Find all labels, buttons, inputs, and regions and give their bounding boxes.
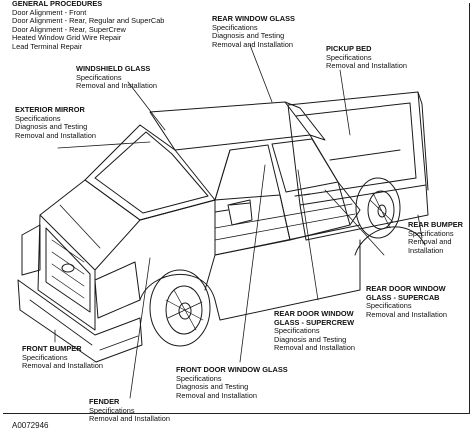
callout-item: Removal and Installation (22, 361, 103, 371)
emblem-outline (61, 263, 75, 273)
callout-item: Specifications (366, 301, 412, 311)
mirror-drawing (214, 199, 253, 226)
callout-title-line2: GLASS - SUPERCREW (274, 317, 355, 327)
callout-title: EXTERIOR MIRROR (15, 105, 85, 114)
callout-item: Removal and (408, 237, 452, 247)
rear-wheel (355, 177, 401, 239)
callout-title: FRONT DOOR WINDOW GLASS (176, 365, 288, 374)
callout-item: Specifications (22, 352, 68, 362)
callout-item: Specifications (176, 373, 222, 383)
callout-item: Removal and Installation (212, 39, 293, 49)
front-bumper-outline (17, 279, 143, 363)
callout-title: FENDER (89, 397, 120, 406)
callout-item: Diagnosis and Testing (15, 122, 88, 132)
windshield-outline (84, 124, 216, 221)
cab-drawing (84, 101, 361, 256)
callout-item: Lead Terminal Repair (12, 41, 83, 51)
callout-windshield-glass: WINDSHIELD GLASS Specifications Removal … (76, 64, 157, 91)
callout-item: Removal and Installation (15, 130, 96, 140)
callout-item: Specifications (212, 22, 258, 32)
callout-item: Diagnosis and Testing (212, 31, 285, 41)
callout-item: Heated Window Grid Wire Repair (12, 33, 122, 43)
callout-item: Diagnosis and Testing (176, 382, 249, 392)
callout-rear-door-window-supercab: REAR DOOR WINDOW GLASS - SUPERCAB Specif… (366, 284, 447, 319)
front-door-glass-outline (214, 144, 281, 201)
callout-title: WINDSHIELD GLASS (76, 64, 151, 73)
callout-item: Removal and Installation (176, 390, 257, 400)
callout-general-procedures: GENERAL PROCEDURES Door Alignment - Fron… (12, 0, 164, 52)
callout-item: Door Alignment - Front (12, 7, 87, 17)
callout-front-bumper: FRONT BUMPER Specifications Removal and … (22, 344, 103, 371)
callout-item: Door Alignment - Rear, Regular and Super… (12, 16, 165, 26)
callout-item: Specifications (326, 52, 372, 62)
callout-item: Removal and Installation (274, 343, 355, 353)
callout-rear-door-window-supercrew: REAR DOOR WINDOW GLASS - SUPERCREW Speci… (274, 309, 355, 353)
callout-title: REAR DOOR WINDOW (366, 284, 446, 293)
left-headlamp-outline (21, 224, 41, 276)
callout-fender: FENDER Specifications Removal and Instal… (89, 397, 170, 424)
callout-rear-window-glass: REAR WINDOW GLASS Specifications Diagnos… (212, 14, 295, 49)
pickup-bed-drawing (287, 91, 429, 241)
callout-item: Specifications (89, 405, 135, 415)
figure-frame (3, 3, 470, 414)
front-wheel (149, 269, 211, 347)
fender-drawing (139, 199, 426, 321)
callout-rear-bumper: REAR BUMPER Specifications Removal and I… (408, 220, 464, 255)
callout-title-line2: GLASS - SUPERCAB (366, 292, 440, 302)
callout-item: Specifications (408, 228, 454, 238)
callout-title: REAR WINDOW GLASS (212, 14, 295, 23)
callout-item: Removal and Installation (326, 61, 407, 71)
callout-item: Specifications (15, 113, 61, 123)
callout-item: Removal and Installation (366, 309, 447, 319)
callout-title: REAR DOOR WINDOW (274, 309, 354, 318)
callout-pickup-bed: PICKUP BED Specifications Removal and In… (326, 44, 407, 71)
grille-outline (37, 214, 96, 331)
figure-code: A0072946 (12, 421, 49, 430)
right-headlamp-outline (94, 261, 141, 319)
callout-item: Removal and Installation (89, 414, 170, 424)
callout-front-door-window-glass: FRONT DOOR WINDOW GLASS Specifications D… (176, 365, 288, 400)
callout-item: Diagnosis and Testing (274, 334, 347, 344)
callout-item: Specifications (76, 72, 122, 82)
callout-title: REAR BUMPER (408, 220, 464, 229)
callout-exterior-mirror: EXTERIOR MIRROR Specifications Diagnosis… (15, 105, 96, 140)
callout-item: Removal and Installation (76, 81, 157, 91)
callout-item: Door Alignment - Rear, SuperCrew (12, 24, 126, 34)
callout-title: PICKUP BED (326, 44, 372, 53)
callout-item: Installation (408, 245, 444, 255)
leader-lines (54, 44, 423, 399)
callout-title: GENERAL PROCEDURES (12, 0, 103, 8)
callout-item: Specifications (274, 326, 320, 336)
callout-title: FRONT BUMPER (22, 344, 82, 353)
